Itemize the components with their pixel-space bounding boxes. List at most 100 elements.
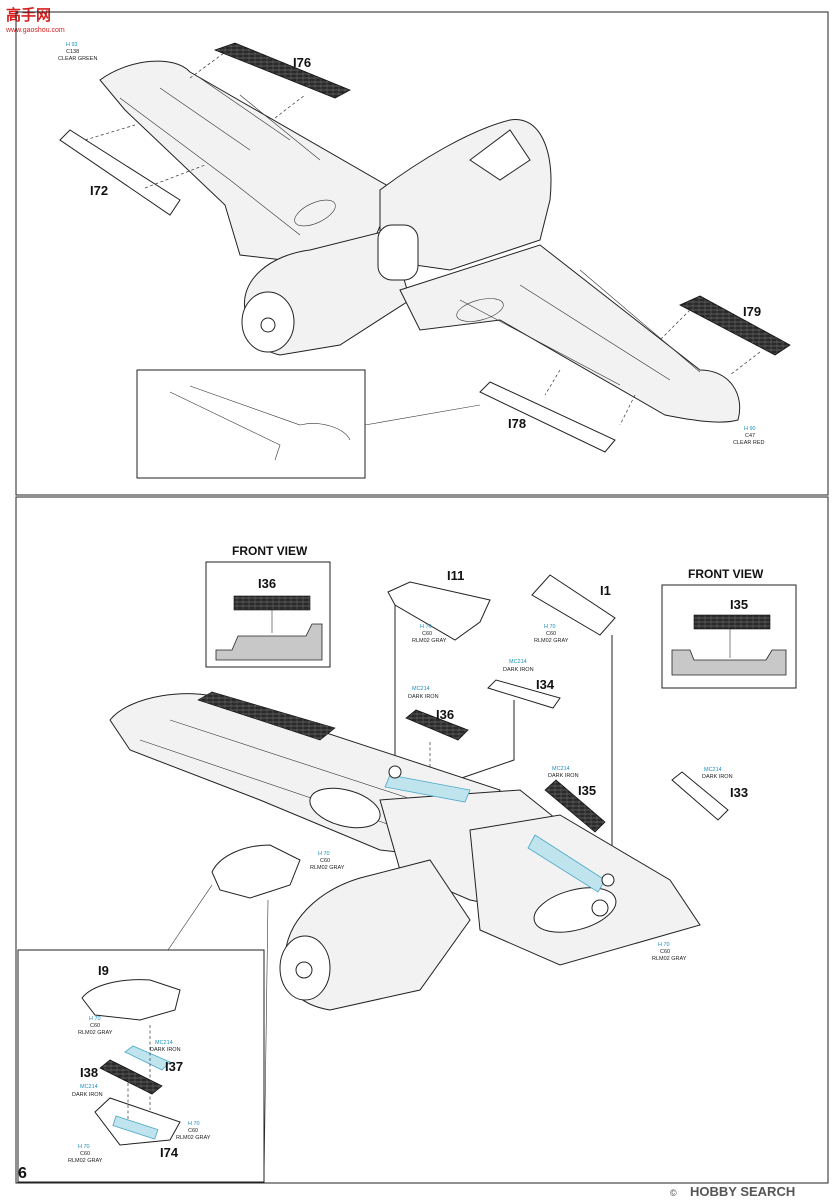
callout-i74r-name: RLM02 GRAY [176, 1135, 211, 1141]
callout-i37-name: DARK IRON [150, 1047, 181, 1053]
part-I11: I11 H 70 C60 RLM02 GRAY [387, 568, 491, 772]
callout-i34-code: MC214 [509, 659, 527, 665]
bottom-aircraft-drawing [109, 691, 701, 1011]
bottom-left-inset: I9 H 70 C60 RLM02 GRAY I37 MC214 DARK IR… [17, 949, 265, 1183]
callout-i74r-code: H 70 [188, 1121, 200, 1127]
watermark-url: www.gaoshou.com [5, 27, 65, 34]
front-view-right-part: I35 [730, 597, 748, 612]
callout-clear-red-ref: C47 [745, 433, 755, 439]
part-I72-flap: I72 [59, 124, 206, 216]
label-I35: I35 [578, 783, 596, 798]
bottom-radiator-left [197, 691, 336, 741]
callout-wing-code: H 70 [658, 942, 670, 948]
label-I36: I36 [436, 707, 454, 722]
callout-hatch-ref: C60 [320, 858, 330, 864]
callout-i9-code: H 70 [89, 1016, 101, 1022]
hatch-on-aircraft: H 70 C60 RLM02 GRAY [167, 844, 345, 1184]
callout-i74l-name: RLM02 GRAY [68, 1158, 103, 1164]
part-I74-shape [94, 1097, 181, 1146]
callout-i1-name: RLM02 GRAY [534, 638, 569, 644]
label-I38: I38 [80, 1065, 98, 1080]
top-left-wing [99, 60, 396, 263]
part-I34: I34 MC214 DARK IRON [449, 659, 561, 783]
bottom-radiator-bay-right [527, 834, 606, 893]
callout-wing-ref: C60 [660, 949, 670, 955]
part-I1: I1 H 70 C60 RLM02 GRAY [531, 574, 616, 875]
label-I1: I1 [600, 583, 611, 598]
bottom-spinner [295, 961, 313, 979]
label-I76: I76 [293, 55, 311, 70]
footer-brand: © HOBBY SEARCH [670, 1184, 795, 1199]
callout-hatch-name: RLM02 GRAY [310, 865, 345, 871]
hatch-shape [211, 844, 301, 899]
callout-clear-red-code: H 90 [744, 426, 756, 432]
part-I33: I33 MC214 DARK IRON [671, 767, 748, 821]
callout-clear-green-code: H 93 [66, 42, 78, 48]
part-I78-shape [479, 381, 616, 453]
part-I79-radiator: I79 [659, 295, 791, 376]
part-I33-shape [671, 771, 729, 821]
callout-wing-color: H 70 C60 RLM02 GRAY [652, 942, 687, 962]
part-I34-shape [487, 679, 561, 709]
top-spinner [260, 317, 276, 333]
callout-i35-name: DARK IRON [548, 773, 579, 779]
callout-i36-code: MC214 [412, 686, 430, 692]
footer-mark: © [670, 1188, 677, 1198]
top-intake [377, 224, 419, 281]
callout-clear-red-name: CLEAR RED [733, 440, 765, 446]
callout-wing-name: RLM02 GRAY [652, 956, 687, 962]
callout-clear-green: H 93 C138 CLEAR GREEN [58, 42, 97, 62]
callout-i38-code: MC214 [80, 1084, 98, 1090]
watermark-logo-text: 高手网 [6, 6, 51, 24]
callout-i34-name: DARK IRON [503, 667, 534, 673]
label-I72: I72 [90, 183, 108, 198]
callout-i35-code: MC214 [552, 766, 570, 772]
footer-text: HOBBY SEARCH [690, 1184, 795, 1199]
label-I79: I79 [743, 304, 761, 319]
part-I35-shape [544, 779, 606, 833]
part-I1-shape [531, 574, 616, 636]
top-right-wing [399, 244, 741, 423]
callout-i33-name: DARK IRON [702, 774, 733, 780]
callout-i36-name: DARK IRON [408, 694, 439, 700]
top-inset-frame [136, 369, 366, 479]
page-number: 6 [18, 1165, 27, 1182]
part-I35: I35 MC214 DARK IRON [544, 766, 606, 860]
label-I33: I33 [730, 785, 748, 800]
wing-marking [294, 199, 336, 227]
callout-i9-ref: C60 [90, 1023, 100, 1029]
callout-i9-name: RLM02 GRAY [78, 1030, 113, 1036]
callout-i11-name: RLM02 GRAY [412, 638, 447, 644]
part-I72-shape [59, 129, 181, 216]
top-aircraft-drawing [99, 60, 741, 423]
callout-i1-ref: C60 [546, 631, 556, 637]
bottom-wheel-well-right [533, 887, 617, 933]
front-view-left-title: FRONT VIEW [232, 544, 308, 558]
front-view-right-title: FRONT VIEW [688, 567, 764, 581]
part-I36-shape [405, 709, 469, 741]
wing-marking-right [456, 298, 504, 322]
callout-i37-code: MC214 [155, 1040, 173, 1046]
callout-clear-red: H 90 C47 CLEAR RED [733, 426, 765, 446]
label-I11: I11 [447, 568, 464, 583]
front-view-left-frame [205, 561, 331, 668]
callout-clear-green-name: CLEAR GREEN [58, 56, 97, 62]
bottom-radiator-bay-left [384, 774, 471, 803]
front-view-left-part: I36 [258, 576, 276, 591]
bottom-panel-frame [15, 496, 829, 1184]
callout-i74r-ref: C60 [188, 1128, 198, 1134]
bottom-left-inset-frame [17, 949, 265, 1183]
label-I9: I9 [98, 963, 109, 978]
part-I76-radiator: I76 [189, 42, 351, 119]
part-I11-shape [387, 581, 491, 641]
front-view-right: FRONT VIEW I35 [661, 567, 797, 689]
top-panel-frame [15, 11, 829, 496]
part-I36: I36 MC214 DARK IRON [405, 686, 469, 790]
bottom-wheel-well-left [309, 787, 381, 829]
callout-i33-code: MC214 [704, 767, 722, 773]
front-view-right-frame [661, 584, 797, 689]
label-I78: I78 [508, 416, 526, 431]
callout-i74l-ref: C60 [80, 1151, 90, 1157]
callout-i38-name: DARK IRON [72, 1092, 103, 1098]
